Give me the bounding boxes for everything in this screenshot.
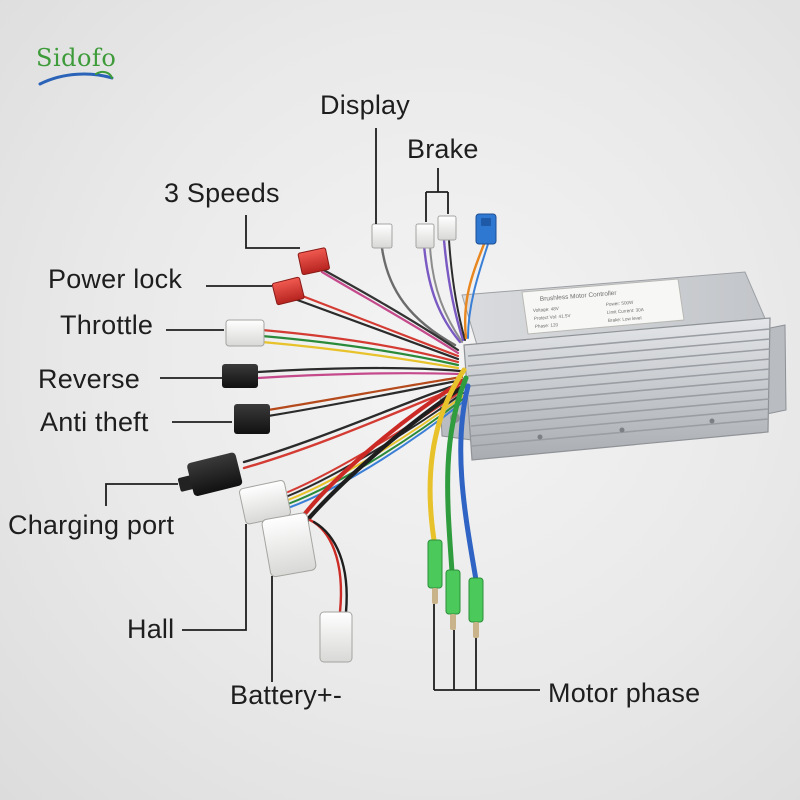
label-display: Display <box>320 90 410 120</box>
leader-lines <box>105 128 540 691</box>
label-hall: Hall <box>127 614 175 644</box>
controller-spec-1: Power: 500W <box>606 300 635 307</box>
display-connector <box>371 223 393 249</box>
controller-label-plate: Brushless Motor Controller Voltage: 48V … <box>521 278 685 335</box>
throttle-connector <box>225 319 265 347</box>
reverse-connector <box>222 364 258 388</box>
motor-phase-connectors <box>427 539 484 638</box>
label-power-lock: Power lock <box>48 264 183 294</box>
three-speeds-connector <box>297 247 330 276</box>
leader-hall <box>182 524 247 631</box>
battery-connector <box>261 512 317 578</box>
heatsink-fins <box>467 328 771 447</box>
screws <box>537 418 715 440</box>
label-charging-port: Charging port <box>8 510 175 540</box>
controller-front-face <box>463 317 771 461</box>
controller-spec-4: Phase: 120 <box>535 322 559 329</box>
label-three-speeds: 3 Speeds <box>164 178 280 208</box>
label-anti-theft: Anti theft <box>40 407 149 437</box>
brake-connector-right <box>437 215 457 241</box>
leader-charging-port <box>105 483 178 506</box>
controller-spec-3: Limit Current: 30A <box>607 307 645 315</box>
label-brake: Brake <box>407 134 479 164</box>
wire-harness <box>242 238 489 614</box>
controller-spec-5: Brake: Low level <box>608 315 642 323</box>
brand-logo: Sidofo <box>36 44 126 90</box>
controller-spec-2: Protect Vol: 41.5V <box>534 313 572 321</box>
power-lock-connector <box>271 276 305 306</box>
anti-theft-connector <box>234 404 270 434</box>
connectors <box>177 213 497 663</box>
brand-name: Sidofo <box>36 44 117 72</box>
brake-connector-left <box>415 223 435 249</box>
label-throttle: Throttle <box>60 310 154 340</box>
label-battery: Battery+- <box>230 680 343 710</box>
leader-motor-phase <box>433 604 540 691</box>
brand-swoosh-icon <box>38 70 114 86</box>
blue-connector <box>475 213 497 245</box>
label-reverse: Reverse <box>38 364 140 394</box>
leader-brake <box>425 168 449 222</box>
charging-port-connector <box>177 452 243 496</box>
controller-spec-0: Voltage: 48V <box>533 306 560 313</box>
controller-box: Brushless Motor Controller Voltage: 48V … <box>439 271 787 461</box>
battery-secondary-connector <box>319 611 353 663</box>
label-motor-phase: Motor phase <box>548 678 701 708</box>
leader-three-speeds <box>245 215 300 249</box>
